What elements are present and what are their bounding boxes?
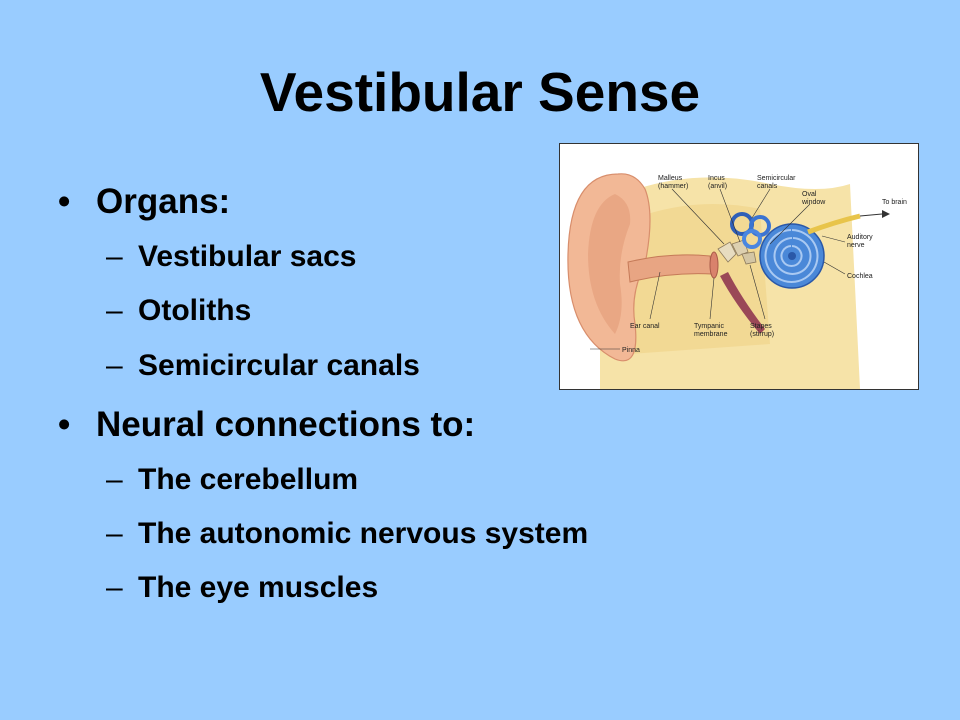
stapes-shape (741, 251, 757, 265)
semicircular-canal-3 (742, 229, 762, 249)
bullet-glyph: • (58, 405, 71, 444)
leader-lines (590, 188, 846, 350)
dash-glyph: – (106, 349, 123, 382)
subitem-eye-muscles: –The eye muscles (106, 569, 378, 607)
dash-glyph: – (106, 294, 123, 327)
label-auditory: Auditory (847, 234, 873, 241)
label-incus: Incus (708, 175, 725, 182)
bullet-item-neural-connections: • Neural connections to: (58, 403, 475, 447)
cochlea-center (788, 252, 796, 260)
label-semicircular: Semicircular (757, 175, 796, 182)
label-cochlea: Cochlea (847, 273, 873, 280)
bullet-text: Neural connections to: (96, 405, 476, 444)
bone-shading (620, 204, 770, 354)
tympanic-membrane-shape (709, 251, 719, 279)
subitem-text: Semicircular canals (138, 349, 420, 382)
label-tympanic: Tympanic (694, 323, 724, 330)
bullet-text: Organs: (96, 182, 231, 221)
pinna-fold (588, 194, 631, 334)
subitem-vestibular-sacs: –Vestibular sacs (106, 238, 356, 276)
dash-glyph: – (106, 463, 123, 496)
label-oval-sub: window (801, 199, 826, 206)
subitem-semicircular-canals: –Semicircular canals (106, 347, 420, 385)
subitem-autonomic-nervous-system: –The autonomic nervous system (106, 515, 588, 553)
subitem-text: The eye muscles (138, 571, 379, 604)
eustachian-tube (720, 272, 765, 334)
dash-glyph: – (106, 571, 123, 604)
subitem-text: The cerebellum (138, 463, 359, 496)
label-auditory-sub: nerve (847, 242, 865, 249)
subitem-cerebellum: –The cerebellum (106, 461, 358, 499)
label-oval: Oval (802, 191, 817, 198)
label-malleus-sub: (hammer) (658, 183, 688, 190)
label-pinna: Pinna (622, 347, 640, 354)
subitem-text: Otoliths (138, 294, 252, 327)
ear-anatomy-diagram: Malleus (hammer) Incus (anvil) Semicircu… (567, 173, 907, 389)
subitem-otoliths: –Otoliths (106, 292, 251, 330)
dash-glyph: – (106, 240, 123, 273)
ear-anatomy-figure: Malleus (hammer) Incus (anvil) Semicircu… (559, 143, 919, 390)
label-incus-sub: (anvil) (708, 183, 727, 190)
to-brain-arrowhead (882, 210, 890, 218)
slide-title: Vestibular Sense (259, 61, 701, 123)
subitem-text: Vestibular sacs (138, 240, 357, 273)
label-semicircular-sub: canals (757, 183, 778, 190)
label-to-brain: To brain (882, 199, 907, 206)
to-brain-arrow (859, 213, 883, 217)
label-malleus: Malleus (658, 175, 683, 182)
label-tympanic-sub: membrane (694, 331, 728, 338)
malleus-shape (717, 241, 737, 263)
dash-glyph: – (106, 517, 123, 550)
label-ear-canal: Ear canal (630, 323, 660, 330)
cochlea-spiral (764, 229, 819, 283)
label-stapes: Stapes (750, 323, 772, 330)
auditory-nerve-shape (807, 213, 861, 235)
label-stapes-sub: (stirrup) (750, 331, 774, 338)
bullet-item-organs: • Organs: (58, 180, 230, 224)
bullet-glyph: • (58, 182, 71, 221)
subitem-text: The autonomic nervous system (138, 517, 589, 550)
